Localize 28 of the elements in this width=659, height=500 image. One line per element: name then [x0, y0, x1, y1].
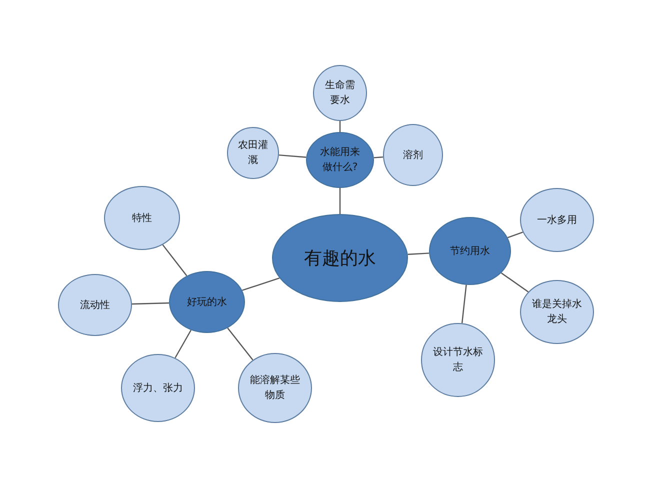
node-label: 水能用来做什么?	[319, 146, 361, 175]
subtopic-ellipse	[227, 127, 279, 179]
connector-line	[162, 244, 188, 276]
connector-line	[278, 154, 306, 158]
node-label: 能溶解某些物质	[250, 374, 300, 403]
connector-line	[500, 272, 529, 292]
node-label: 节约用水	[450, 244, 490, 258]
node-label: 好玩的水	[187, 296, 227, 310]
connector-line	[339, 121, 341, 132]
connector-line	[374, 156, 384, 158]
connector-line	[408, 252, 430, 255]
connector-line	[174, 330, 192, 358]
node-label: 一水多用	[537, 214, 577, 228]
node-label: 特性	[132, 212, 152, 226]
node-label: 浮力、张力	[133, 382, 183, 396]
node-label: 溶剂	[403, 148, 423, 162]
node-label: 设计节水标志	[432, 346, 484, 375]
node-label: 有趣的水	[304, 246, 376, 270]
connector-line	[507, 232, 523, 238]
connector-line	[132, 302, 170, 305]
node-label: 生命需要水	[324, 78, 356, 108]
connector-line	[339, 188, 341, 214]
node-label: 流动性	[80, 298, 110, 312]
connector-line	[227, 328, 254, 360]
connector-line	[242, 277, 280, 291]
connector-line	[461, 284, 467, 324]
node-label: 谁是关掉水龙头	[532, 298, 582, 327]
node-label: 农田灌溉	[236, 138, 269, 168]
